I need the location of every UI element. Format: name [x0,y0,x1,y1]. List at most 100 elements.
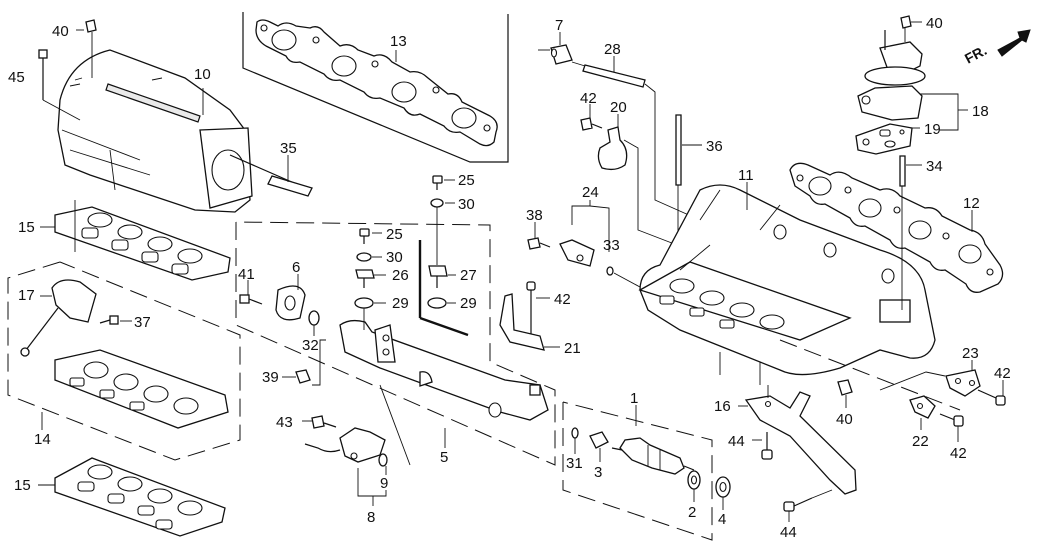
callout-44a: 44 [728,433,745,450]
hose-clamp[interactable] [597,126,628,171]
callout-4: 4 [718,511,726,528]
flange-6[interactable] [275,285,306,321]
stud-36[interactable] [675,114,682,186]
actuator-17[interactable] [20,279,97,357]
callout-22: 22 [912,433,929,450]
washer-30-right[interactable] [430,198,444,208]
callout-24: 24 [582,184,599,201]
bolt-42-bracket-22[interactable] [939,413,964,427]
callout-37: 37 [134,314,151,331]
fuel-rail[interactable] [339,319,549,421]
stud-35[interactable] [229,154,313,197]
callout-25b: 25 [386,226,403,243]
bolt-44-upper[interactable] [761,432,773,460]
bolt-25-left[interactable] [359,228,370,244]
gasket-13-group [242,12,509,163]
clip-31[interactable] [571,427,579,439]
sensor-assembly[interactable] [559,239,595,267]
stud-34[interactable] [899,155,906,187]
bolt-26[interactable] [355,269,375,288]
callout-19: 19 [924,121,941,138]
seal-3[interactable] [589,431,609,449]
lower-gasket[interactable] [54,457,226,537]
callout-36: 36 [706,138,723,155]
callout-32: 32 [302,337,319,354]
bracket-23[interactable] [945,369,981,397]
washer-30-left[interactable] [356,252,372,262]
callout-40c: 40 [836,411,853,428]
callout-2: 2 [688,504,696,521]
throttle-plate-assembly[interactable] [54,349,229,429]
front-direction-marker: FR. [962,29,1031,67]
callout-12: 12 [963,195,980,212]
bolt-25-right[interactable] [432,175,443,190]
callout-27: 27 [460,267,477,284]
front-arrow-icon [997,29,1031,57]
callout-7: 7 [555,17,563,34]
manifold-stay[interactable] [744,391,857,495]
bolt-43[interactable] [311,415,337,429]
screw-37[interactable] [99,315,119,325]
bolt-39[interactable] [295,369,311,384]
callout-42a: 42 [580,90,597,107]
washer-29-right[interactable] [427,297,447,309]
callout-29a: 29 [392,295,409,312]
o-ring-33[interactable] [606,266,614,276]
bolt-42-bracket-23[interactable] [977,389,1006,406]
callout-31: 31 [566,455,583,472]
callout-39: 39 [262,369,279,386]
o-ring-9[interactable] [378,453,388,467]
injector-box [562,401,713,541]
throttle-plate-box [7,261,241,461]
fuel-injector[interactable] [611,437,695,475]
pressure-regulator[interactable] [304,427,386,463]
callout-41: 41 [238,266,255,283]
callout-6: 6 [292,259,300,276]
bolt-27[interactable] [428,265,448,288]
callout-9: 9 [380,475,388,492]
exhaust-manifold-gasket-top[interactable] [255,19,498,147]
intake-chamber[interactable] [57,49,253,213]
nut-40-top-left[interactable] [85,19,97,33]
bracket-21[interactable] [499,293,545,351]
callout-10: 10 [194,66,211,83]
spacer-7[interactable] [550,44,573,65]
callout-42d: 42 [950,445,967,462]
nut-40-stay[interactable] [837,379,853,396]
bolt-45[interactable] [38,49,48,100]
washer-32[interactable] [308,310,320,326]
chamber-gasket[interactable] [54,206,231,281]
stud-28[interactable] [582,64,646,88]
bolt-42-clamp[interactable] [580,117,603,131]
callout-18: 18 [972,103,989,120]
bracket-22[interactable] [909,395,936,419]
callout-1: 1 [630,390,638,407]
callout-30b: 30 [386,249,403,266]
seal-ring-4[interactable] [715,476,731,498]
bolt-42-bracket[interactable] [526,281,536,336]
callout-35: 35 [280,140,297,157]
callout-42c: 42 [994,365,1011,382]
callout-20: 20 [610,99,627,116]
washer-29-left[interactable] [354,297,374,309]
callout-40b: 40 [926,15,943,32]
callout-44b: 44 [780,524,797,541]
manifold-gasket-right[interactable] [789,162,1004,293]
bolt-41[interactable] [239,294,263,305]
fuel-rail-box [235,221,556,466]
o-ring-2[interactable] [687,470,701,490]
front-label: FR. [962,42,989,67]
callout-30a: 30 [458,196,475,213]
callout-43: 43 [276,414,293,431]
egr-valve[interactable] [857,30,926,121]
callout-42b: 42 [554,291,571,308]
callout-17: 17 [18,287,35,304]
intake-manifold[interactable] [638,184,936,385]
callout-3: 3 [594,464,602,481]
nut-40-egr[interactable] [900,15,912,29]
bolt-38[interactable] [527,237,551,250]
egr-gasket[interactable] [855,123,913,155]
bolt-44-lower[interactable] [783,497,813,512]
callout-38: 38 [526,207,543,224]
